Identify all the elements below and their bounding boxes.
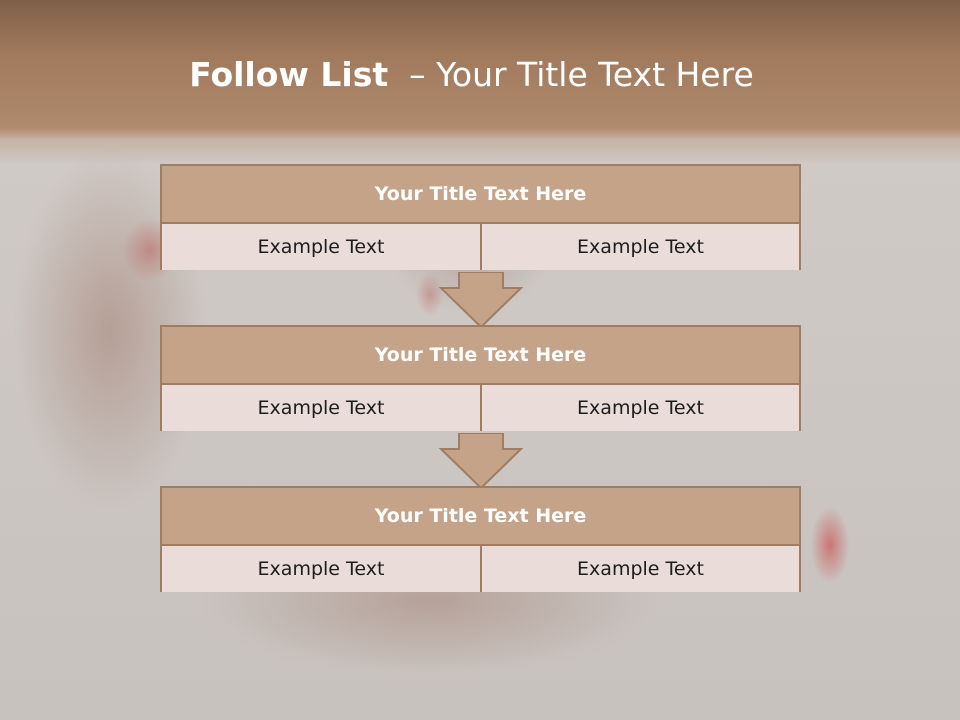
- step-cell-right: Example Text: [482, 385, 799, 431]
- step-cell-left: Example Text: [162, 546, 482, 592]
- step-block-1: Your Title Text Here Example Text Exampl…: [160, 164, 801, 270]
- header-band: [0, 0, 960, 165]
- down-arrow-icon: [438, 433, 524, 489]
- slide-title-gap: [388, 55, 409, 94]
- step-cell-right: Example Text: [482, 546, 799, 592]
- slide-title-rest: – Your Title Text Here: [409, 55, 754, 94]
- step-title: Your Title Text Here: [162, 166, 799, 224]
- step-cell-right: Example Text: [482, 224, 799, 270]
- slide-title-strong: Follow List: [189, 55, 389, 94]
- slide-title: Follow List – Your Title Text Here: [0, 52, 943, 98]
- step-cell-left: Example Text: [162, 385, 482, 431]
- step-block-2: Your Title Text Here Example Text Exampl…: [160, 325, 801, 431]
- down-arrow-icon: [438, 272, 524, 328]
- step-cell-left: Example Text: [162, 224, 482, 270]
- step-title: Your Title Text Here: [162, 327, 799, 385]
- step-title: Your Title Text Here: [162, 488, 799, 546]
- step-block-3: Your Title Text Here Example Text Exampl…: [160, 486, 801, 592]
